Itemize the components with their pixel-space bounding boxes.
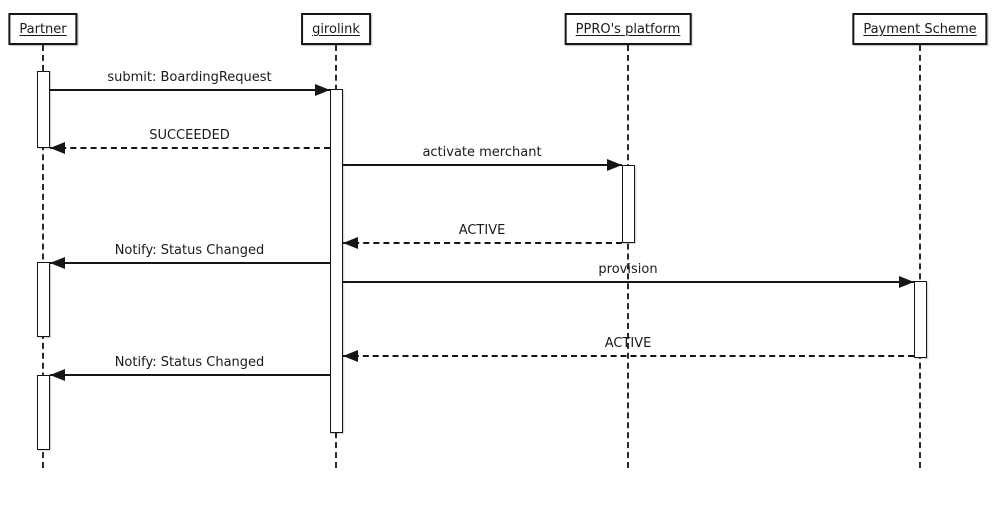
message-arrowhead [898, 276, 914, 288]
participant-box-partner: Partner [8, 13, 78, 45]
message-label: ACTIVE [458, 223, 506, 238]
lifeline-scheme [919, 45, 921, 468]
participant-box-girolink: girolink [301, 13, 371, 45]
message-line [49, 374, 330, 376]
message-line [342, 355, 914, 357]
message-line [49, 89, 330, 91]
activation-bar-partner [36, 262, 50, 337]
lifeline-partner [42, 45, 44, 468]
activation-bar-partner [36, 71, 50, 148]
message-arrowhead [342, 237, 358, 249]
message-arrowhead [49, 142, 65, 154]
message-label: provision [598, 262, 658, 277]
message-line [342, 242, 622, 244]
message-label: activate merchant [422, 145, 542, 160]
message-arrowhead [49, 257, 65, 269]
message-label: Notify: Status Changed [114, 355, 265, 370]
message-label: Notify: Status Changed [114, 243, 265, 258]
message-line [49, 147, 330, 149]
message-label: submit: BoardingRequest [107, 70, 272, 85]
message-label: SUCCEEDED [149, 128, 230, 143]
message-label: ACTIVE [604, 336, 652, 351]
message-line [49, 262, 330, 264]
message-arrowhead [314, 84, 330, 96]
message-line [342, 164, 622, 166]
lifeline-ppro [627, 45, 629, 468]
message-arrowhead [49, 369, 65, 381]
message-line [342, 281, 914, 283]
activation-bar-girolink [329, 89, 343, 433]
activation-bar-ppro [621, 165, 635, 243]
message-arrowhead [342, 350, 358, 362]
message-arrowhead [606, 159, 622, 171]
activation-bar-partner [36, 375, 50, 450]
participant-box-ppro: PPRO's platform [564, 13, 692, 45]
participant-box-scheme: Payment Scheme [852, 13, 988, 45]
activation-bar-scheme [913, 281, 927, 358]
